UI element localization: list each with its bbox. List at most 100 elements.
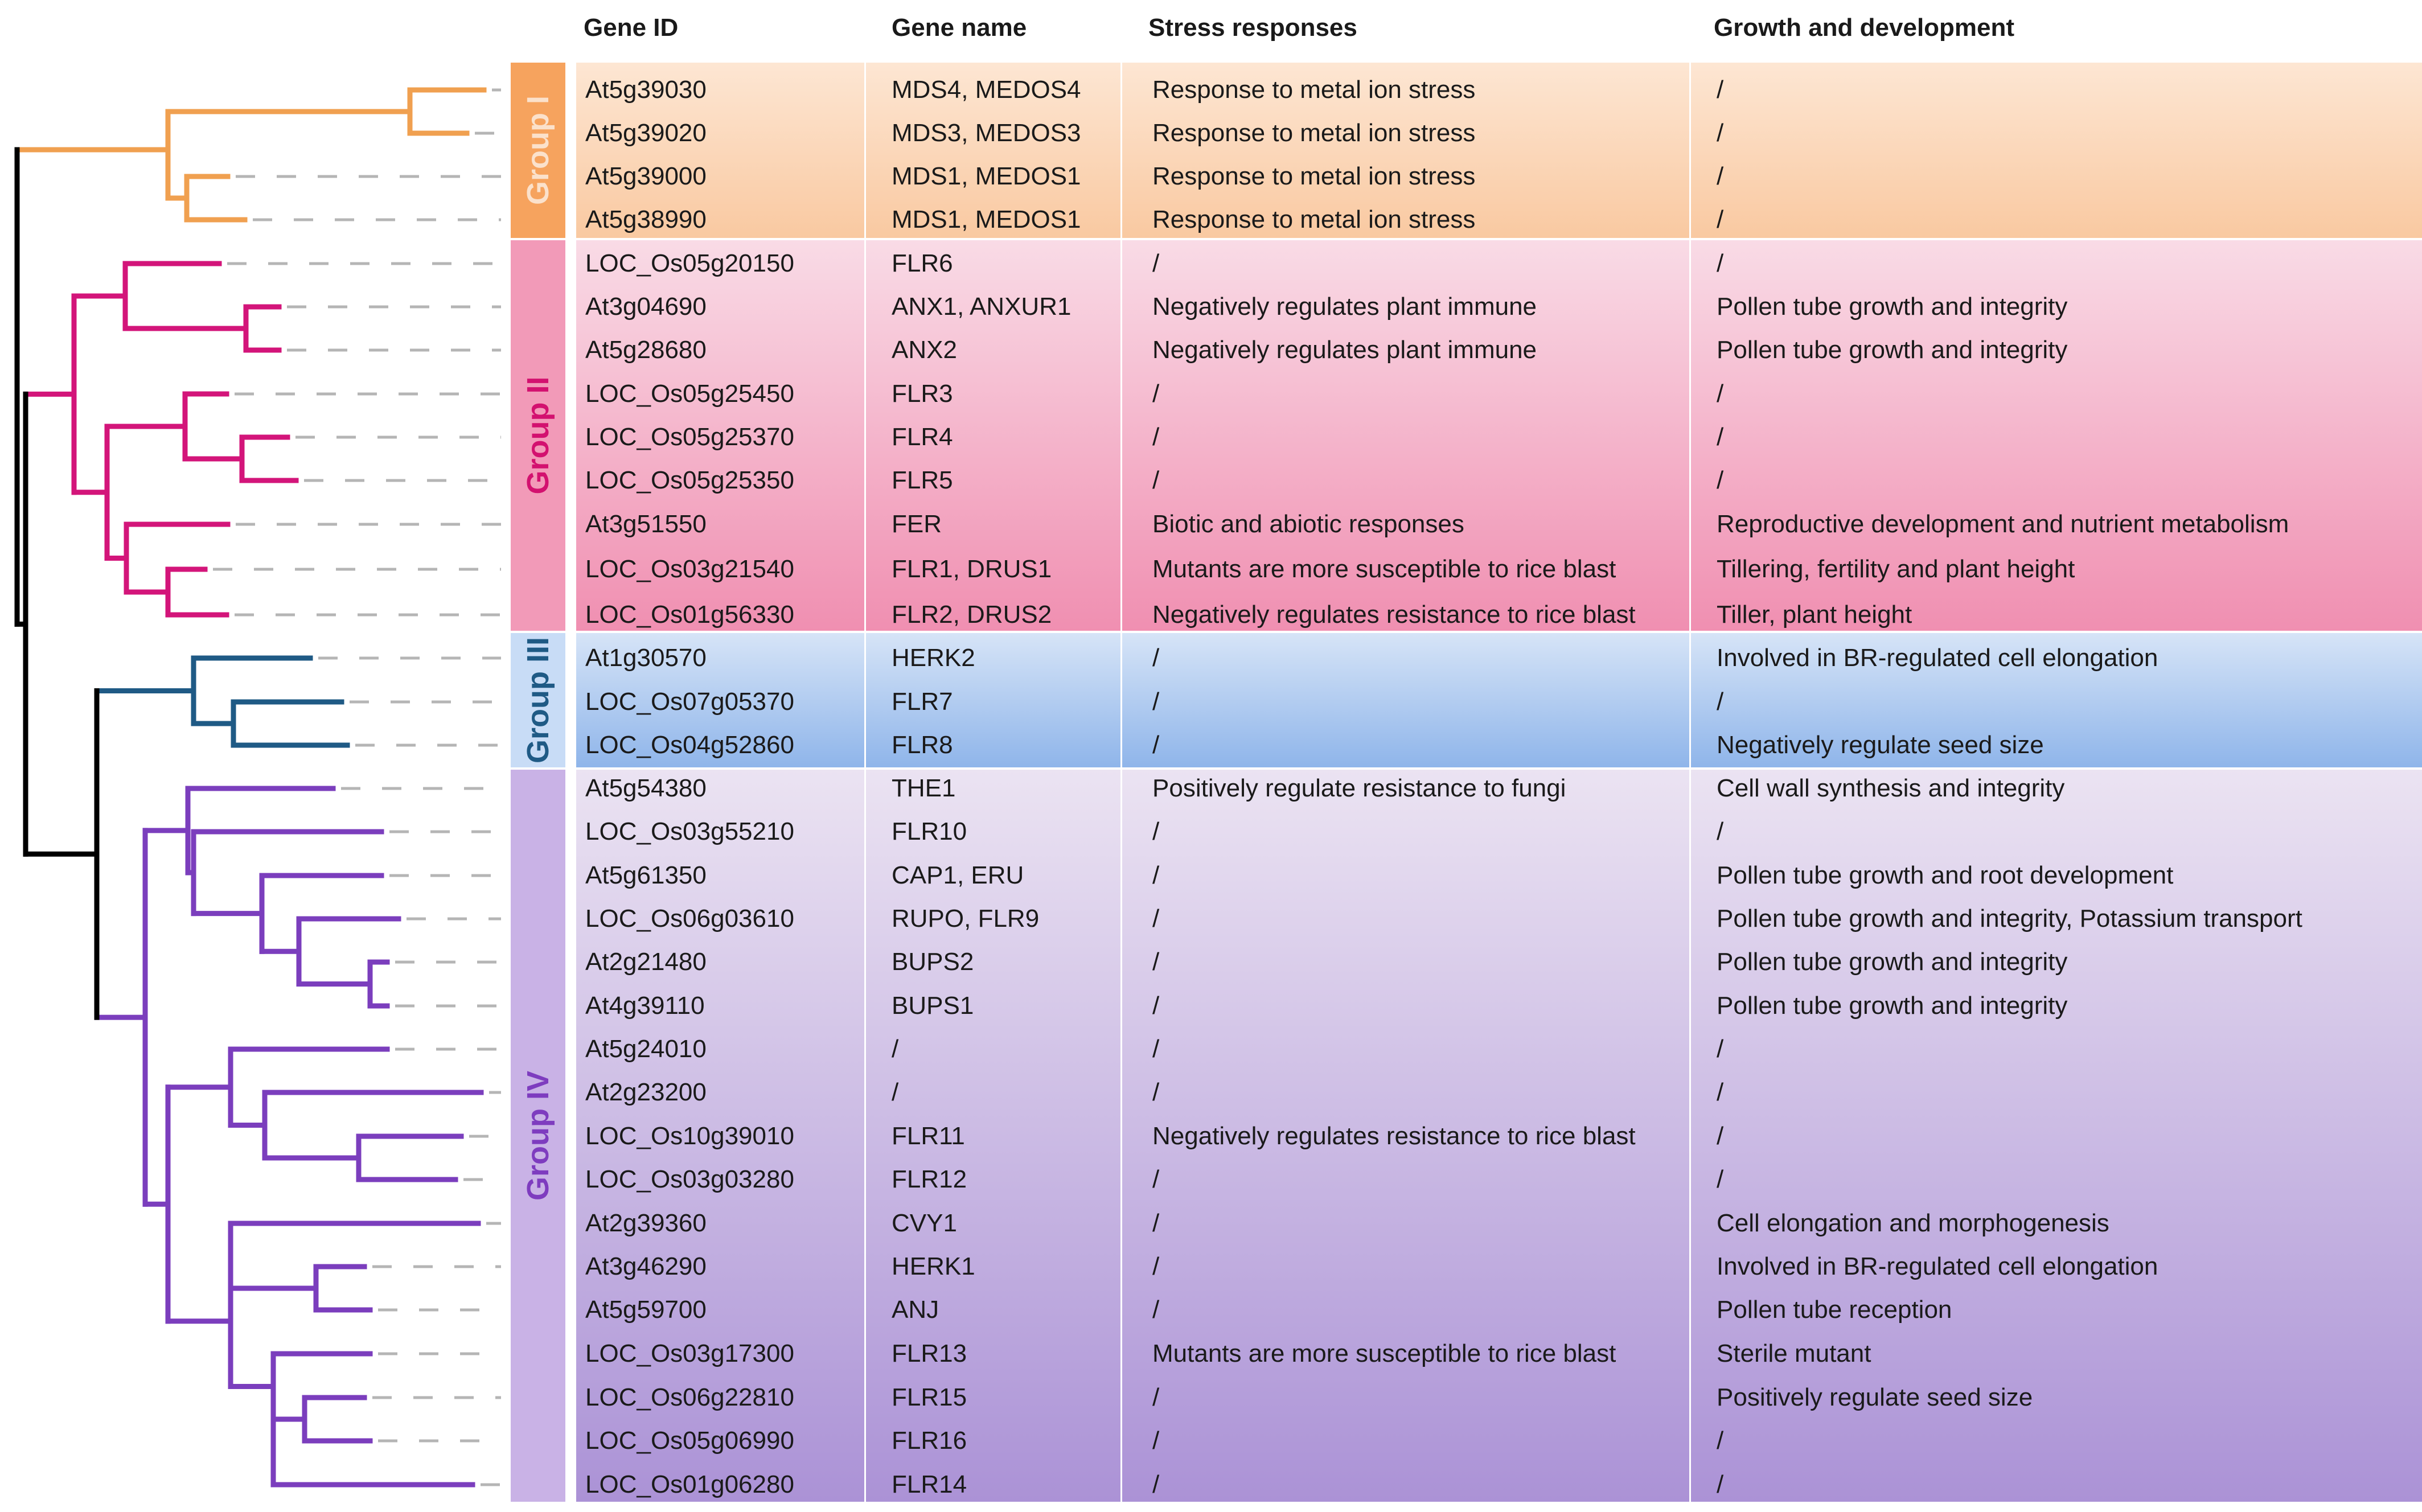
- cell-stress: Response to metal ion stress: [1152, 206, 1476, 233]
- cell-gene-id: LOC_Os07g05370: [585, 688, 794, 716]
- cell-growth: Pollen tube reception: [1717, 1296, 1952, 1324]
- cell-gene-name: FER: [892, 510, 942, 538]
- cell-stress: Negatively regulates resistance to rice …: [1152, 1122, 1636, 1150]
- cell-gene-name: /: [892, 1078, 899, 1106]
- cell-growth: /: [1717, 1035, 1724, 1063]
- cell-gene-name: ANX1, ANXUR1: [892, 293, 1072, 321]
- cell-growth: /: [1717, 76, 1724, 104]
- header-stress-responses: Stress responses: [1148, 14, 1357, 42]
- cell-stress: Mutants are more susceptible to rice bla…: [1152, 1340, 1616, 1367]
- cell-stress: /: [1152, 1252, 1160, 1280]
- cell-gene-id: At4g39110: [585, 992, 705, 1020]
- column-separator: [1689, 63, 1691, 1502]
- group-2-tab: [511, 240, 565, 631]
- cell-stress: Negatively regulates resistance to rice …: [1152, 601, 1636, 628]
- column-separator: [864, 63, 866, 1502]
- cell-gene-id: LOC_Os05g25350: [585, 466, 794, 494]
- cell-stress: /: [1152, 1383, 1160, 1411]
- cell-stress: /: [1152, 1209, 1160, 1237]
- cell-growth: Reproductive development and nutrient me…: [1717, 510, 2289, 538]
- cell-stress: Negatively regulates plant immune: [1152, 336, 1537, 364]
- cell-growth: Pollen tube growth and integrity: [1717, 293, 2068, 321]
- cell-gene-id: LOC_Os06g03610: [585, 905, 794, 932]
- cell-stress: /: [1152, 249, 1160, 277]
- cell-growth: Pollen tube growth and integrity, Potass…: [1717, 905, 2302, 932]
- cell-gene-name: /: [892, 1035, 899, 1063]
- cell-gene-name: FLR3: [892, 380, 953, 408]
- cell-gene-id: LOC_Os05g20150: [585, 249, 794, 277]
- phylogenetic-tree: [14, 87, 501, 1488]
- cell-gene-name: FLR6: [892, 249, 953, 277]
- cell-gene-id: At2g23200: [585, 1078, 707, 1106]
- cell-stress: /: [1152, 817, 1160, 845]
- cell-stress: /: [1152, 688, 1160, 716]
- cell-gene-id: At5g39020: [585, 119, 707, 147]
- cell-growth: Cell wall synthesis and integrity: [1717, 774, 2065, 802]
- cell-growth: Positively regulate seed size: [1717, 1383, 2033, 1411]
- cell-gene-name: FLR1, DRUS1: [892, 555, 1052, 583]
- cell-growth: /: [1717, 817, 1724, 845]
- cell-gene-id: At2g39360: [585, 1209, 707, 1237]
- group-1-tab: [511, 63, 565, 238]
- cell-stress: Mutants are more susceptible to rice bla…: [1152, 555, 1616, 583]
- cell-gene-name: FLR4: [892, 423, 953, 451]
- cell-growth: /: [1717, 688, 1724, 716]
- cell-gene-id: LOC_Os10g39010: [585, 1122, 794, 1150]
- cell-stress: /: [1152, 861, 1160, 889]
- cell-stress: /: [1152, 1470, 1160, 1498]
- cell-stress: Biotic and abiotic responses: [1152, 510, 1464, 538]
- cell-gene-name: MDS1, MEDOS1: [892, 162, 1081, 190]
- cell-stress: /: [1152, 1296, 1160, 1324]
- cell-growth: /: [1717, 466, 1724, 494]
- cell-gene-name: FLR10: [892, 817, 967, 845]
- cell-gene-name: RUPO, FLR9: [892, 905, 1040, 932]
- cell-growth: Sterile mutant: [1717, 1340, 1871, 1367]
- cell-stress: Positively regulate resistance to fungi: [1152, 774, 1566, 802]
- cell-gene-id: LOC_Os04g52860: [585, 731, 794, 759]
- cell-growth: /: [1717, 423, 1724, 451]
- cell-stress: /: [1152, 1427, 1160, 1455]
- cell-gene-id: LOC_Os03g03280: [585, 1165, 794, 1193]
- cell-gene-id: LOC_Os06g22810: [585, 1383, 794, 1411]
- group-1-label: Group I: [521, 96, 555, 205]
- cell-gene-id: At5g61350: [585, 861, 707, 889]
- cell-gene-id: At5g54380: [585, 774, 707, 802]
- cell-gene-id: LOC_Os01g06280: [585, 1470, 794, 1498]
- cell-gene-id: At3g46290: [585, 1252, 707, 1280]
- cell-growth: Pollen tube growth and root development: [1717, 861, 2174, 889]
- group-4-label: Group IV: [521, 1071, 555, 1201]
- cell-growth: Negatively regulate seed size: [1717, 731, 2044, 759]
- cell-gene-name: FLR15: [892, 1383, 967, 1411]
- cell-stress: /: [1152, 1078, 1160, 1106]
- cell-gene-id: At3g04690: [585, 293, 707, 321]
- cell-gene-id: LOC_Os05g25370: [585, 423, 794, 451]
- cell-growth: Tiller, plant height: [1717, 601, 1912, 628]
- cell-gene-name: FLR5: [892, 466, 953, 494]
- cell-stress: /: [1152, 905, 1160, 932]
- cell-gene-id: LOC_Os01g56330: [585, 601, 794, 628]
- cell-gene-name: FLR8: [892, 731, 953, 759]
- cell-gene-name: CAP1, ERU: [892, 861, 1024, 889]
- cell-gene-id: At5g39030: [585, 76, 707, 104]
- cell-gene-name: FLR7: [892, 688, 953, 716]
- cell-stress: /: [1152, 731, 1160, 759]
- cell-gene-name: ANJ: [892, 1296, 939, 1324]
- cell-gene-name: MDS4, MEDOS4: [892, 76, 1081, 104]
- cell-gene-id: LOC_Os03g55210: [585, 817, 794, 845]
- group-separator: [576, 631, 2422, 633]
- cell-gene-name: MDS1, MEDOS1: [892, 206, 1081, 233]
- cell-growth: /: [1717, 1427, 1724, 1455]
- group-3-label: Group III: [521, 637, 555, 763]
- cell-stress: Response to metal ion stress: [1152, 76, 1476, 104]
- cell-stress: /: [1152, 1165, 1160, 1193]
- group-4-band: [576, 770, 2422, 1502]
- cell-growth: /: [1717, 162, 1724, 190]
- group-3-tab: [511, 633, 565, 767]
- cell-growth: /: [1717, 249, 1724, 277]
- cell-stress: /: [1152, 948, 1160, 976]
- cell-growth: /: [1717, 1470, 1724, 1498]
- cell-growth: Pollen tube growth and integrity: [1717, 948, 2068, 976]
- cell-growth: Pollen tube growth and integrity: [1717, 336, 2068, 364]
- header-gene-id: Gene ID: [584, 14, 679, 42]
